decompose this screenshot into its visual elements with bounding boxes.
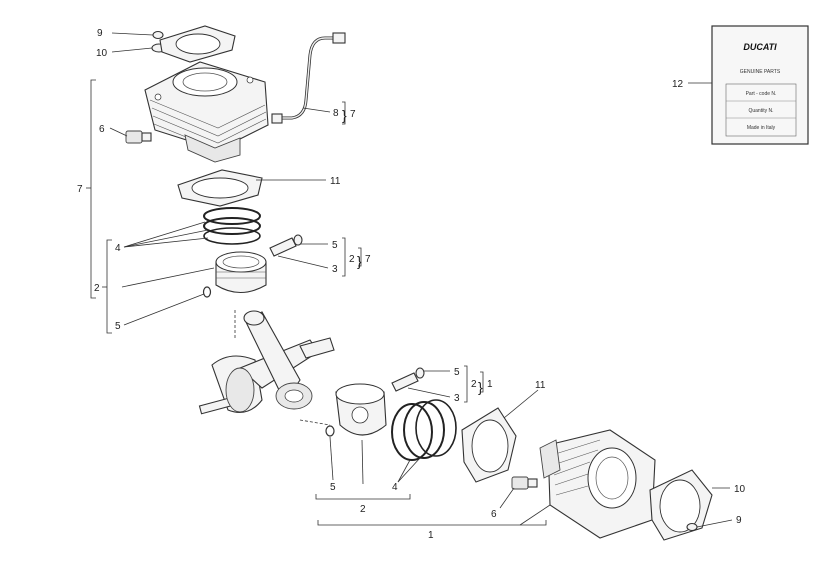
circlip-left <box>202 286 212 298</box>
genuine-parts-card: DUCATI GENUINE PARTS Part - code N. Quan… <box>711 25 809 145</box>
piston-rings-top <box>203 207 261 245</box>
piston-top <box>215 251 267 294</box>
washer-bottom <box>686 522 698 532</box>
label-12: 12 <box>672 79 684 90</box>
label-6-bottom: 6 <box>491 509 497 520</box>
label-5-bottom: 5 <box>330 482 336 493</box>
label-11-mid: 11 <box>535 380 546 391</box>
head-gasket-top <box>159 25 236 63</box>
label-6-top: 6 <box>99 124 105 135</box>
label-10-bottom: 10 <box>734 484 746 495</box>
label-5-mid: 5 <box>454 367 460 378</box>
base-gasket-bottom <box>461 407 517 483</box>
label-2-top: 2 <box>349 254 355 265</box>
label-1-mid: 1 <box>487 379 493 390</box>
label-5-top: 5 <box>332 240 338 251</box>
label-7-left: 7 <box>77 184 83 195</box>
washer-top <box>152 30 164 40</box>
label-10-top: 10 <box>96 48 108 59</box>
card-brand: DUCATI <box>743 42 777 52</box>
brace-pin-top: } <box>357 253 362 269</box>
label-4-top: 4 <box>115 243 121 254</box>
label-9-top: 9 <box>97 28 103 39</box>
cylinder-bottom <box>539 429 656 539</box>
circlip-bottom <box>325 425 335 437</box>
oil-pipe <box>271 32 346 124</box>
leader-lines <box>109 32 733 528</box>
label-11-top: 11 <box>330 176 341 187</box>
card-title: GENUINE PARTS <box>740 69 781 75</box>
label-9-bottom: 9 <box>736 515 742 526</box>
label-4-bottom: 4 <box>392 482 398 493</box>
label-2-mid: 2 <box>471 379 477 390</box>
label-7-pin: 7 <box>365 254 371 265</box>
card-row-quantity: Quantity N. <box>748 108 773 114</box>
fitting-bottom <box>511 476 538 490</box>
piston-rings-bottom <box>391 399 457 461</box>
head-gasket-bottom <box>649 469 713 541</box>
fitting-top <box>125 130 152 144</box>
cylinder-top <box>144 61 269 163</box>
label-3-top: 3 <box>332 264 338 275</box>
piston-pin-top <box>269 234 303 257</box>
label-3-mid: 3 <box>454 393 460 404</box>
label-2-left: 2 <box>94 283 100 294</box>
card-row-origin: Made in Italy <box>747 125 776 131</box>
connecting-rod <box>243 310 313 410</box>
card-row-part-code: Part - code N. <box>746 91 777 97</box>
piston-bottom <box>335 383 387 436</box>
piston-pin-bottom <box>391 367 425 392</box>
label-8: 8 <box>333 108 339 119</box>
label-1-bottom: 1 <box>428 530 434 541</box>
label-5-left: 5 <box>115 321 121 332</box>
brackets <box>86 79 547 526</box>
label-7-pipe: 7 <box>350 109 356 120</box>
base-gasket-top <box>177 169 263 207</box>
brace-8: } <box>342 107 347 123</box>
label-2-bottom: 2 <box>360 504 366 515</box>
brace-pin-mid: } <box>478 379 483 395</box>
